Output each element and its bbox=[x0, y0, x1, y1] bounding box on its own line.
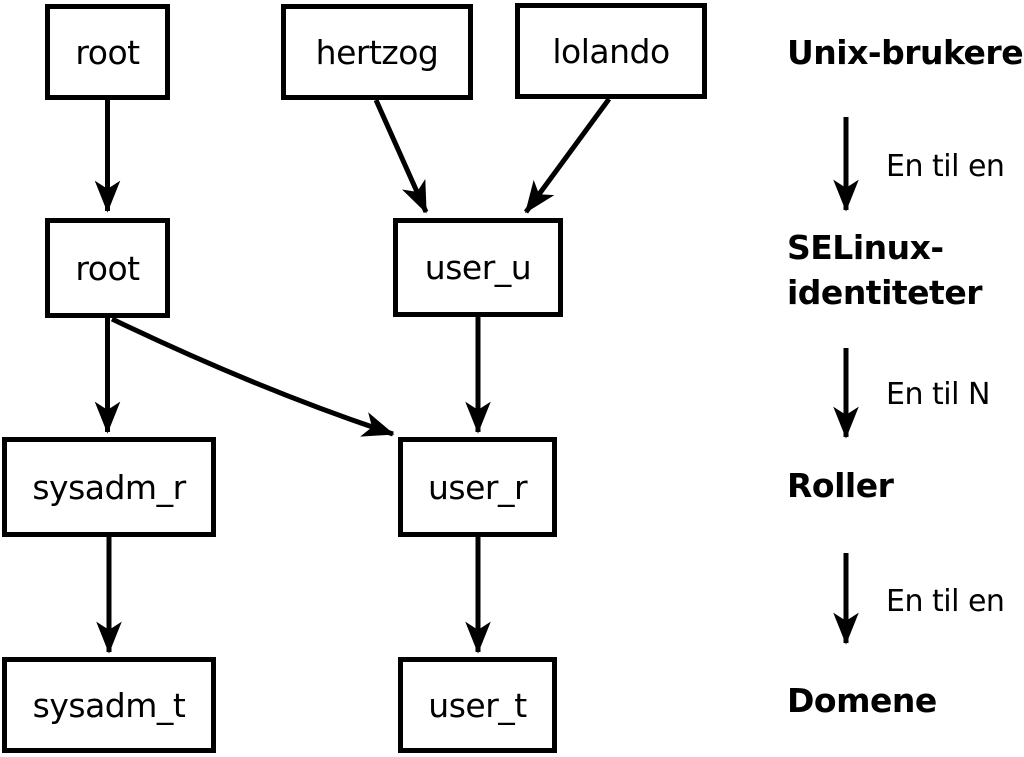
legend-arrow-text: En til en bbox=[886, 584, 1005, 619]
node-selinux-identity-root: root bbox=[45, 218, 170, 318]
node-domain-user-t: user_t bbox=[398, 657, 557, 753]
legend-level-label: Unix-brukere bbox=[787, 33, 1024, 72]
node-selinux-identity-user-u: user_u bbox=[393, 218, 563, 317]
legend-arrow-text: En til en bbox=[886, 149, 1005, 184]
node-unix-user-lolando: lolando bbox=[515, 3, 707, 99]
legend-level-label: Domene bbox=[787, 681, 937, 720]
edge-selinux-root-to-user-r bbox=[110, 316, 395, 437]
legend-arrow-label-one-to-one-1: En til en bbox=[886, 148, 1005, 186]
legend-arrow-label-one-to-one-2: En til en bbox=[886, 583, 1005, 621]
edge-hertzog-to-user-u bbox=[373, 98, 429, 214]
legend-level-label-line2: identiteter bbox=[787, 273, 982, 312]
node-label: user_u bbox=[424, 248, 532, 287]
legend-level-label-line1: SELinux- bbox=[787, 228, 944, 267]
node-label: root bbox=[75, 248, 140, 288]
legend-level-domains: Domene bbox=[787, 678, 937, 723]
legend-arrow-label-one-to-n: En til N bbox=[886, 376, 990, 414]
legend-level-unix-users: Unix-brukere bbox=[787, 30, 1024, 75]
legend-level-roles: Roller bbox=[787, 463, 894, 508]
node-label: lolando bbox=[552, 31, 670, 71]
node-unix-user-hertzog: hertzog bbox=[281, 4, 473, 100]
legend-level-label: Roller bbox=[787, 466, 894, 505]
node-role-sysadm-r: sysadm_r bbox=[2, 437, 216, 537]
node-label: root bbox=[75, 32, 140, 72]
edge-lolando-to-user-u bbox=[523, 97, 612, 214]
node-label: hertzog bbox=[315, 32, 439, 72]
node-role-user-r: user_r bbox=[398, 437, 557, 537]
node-label: user_t bbox=[428, 685, 527, 725]
legend-arrow-text: En til N bbox=[886, 377, 990, 412]
node-label: sysadm_t bbox=[32, 685, 186, 725]
legend-level-selinux-identities: SELinux- identiteter bbox=[787, 225, 982, 315]
node-label: sysadm_r bbox=[32, 467, 186, 507]
node-unix-user-root: root bbox=[45, 4, 170, 100]
node-label: user_r bbox=[427, 467, 528, 507]
node-domain-sysadm-t: sysadm_t bbox=[2, 657, 216, 753]
